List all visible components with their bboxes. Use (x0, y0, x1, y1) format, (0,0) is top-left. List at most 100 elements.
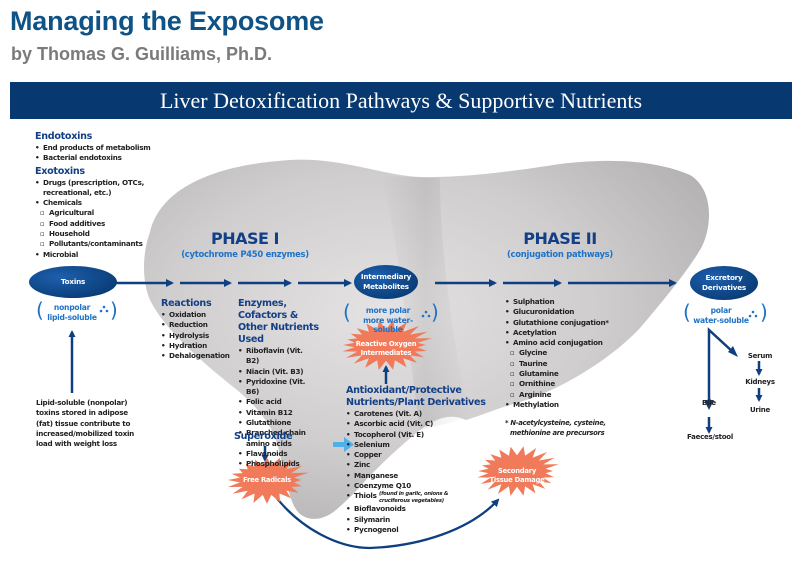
phase2-list: Sulphation Glucuronidation Glutathione c… (505, 297, 635, 411)
list-item: Taurine (505, 359, 635, 370)
footnote-line: methionine are precursors (510, 428, 605, 437)
antioxidants-heading: Antioxidant/Protective Nutrients/Plant D… (346, 385, 496, 409)
phase1-nutrients-section: Enzymes, Cofactors & Other Nutrients Use… (238, 298, 338, 470)
list-item: Dehalogenation (161, 351, 241, 362)
list-item: Flavonoids (238, 449, 310, 460)
adipose-note: Lipid-soluble (nonpolar) toxins stored i… (36, 398, 135, 449)
excretory-node-label: Excretory Derivatives (690, 273, 758, 293)
property-line: water-soluble (693, 315, 749, 325)
property-line: more polar (365, 306, 411, 315)
free-radicals-burst-label: Free Radicals (243, 476, 291, 484)
list-item: Household (35, 229, 153, 240)
list-item: Glycine (505, 348, 635, 359)
phase1-nutrients-heading: Enzymes, Cofactors & Other Nutrients Use… (238, 298, 338, 346)
list-item: Food additives (35, 219, 153, 230)
paren-close: ) (431, 300, 439, 324)
reactions-section: Reactions Oxidation Reduction Hydrolysis… (161, 298, 241, 362)
list-item: Glucuronidation (505, 307, 635, 318)
label-line: Metabolites (363, 282, 409, 291)
list-item: Vitamin B12 (238, 408, 310, 419)
label-line: Derivatives (702, 283, 746, 292)
heading-line: Other Nutrients Used (238, 322, 319, 345)
exotoxins-list: Drugs (prescription, OTCs, recreational,… (35, 178, 153, 261)
list-item: Coenzyme Q10 (346, 481, 496, 492)
bile-label: Bile (702, 399, 716, 407)
roi-burst-label: Reactive Oxygen Intermediates (344, 340, 428, 358)
list-item: Oxidation (161, 310, 241, 321)
molecule-dots-icon (99, 305, 758, 318)
diagram-banner: Liver Detoxification Pathways & Supporti… (10, 82, 792, 119)
toxins-property: nonpolar lipid-soluble (44, 303, 100, 322)
antioxidants-list: Carotenes (Vit. A) Ascorbic acid (Vit. C… (346, 409, 496, 536)
label-line: Tissue Damage (489, 476, 545, 484)
intermediary-property: more polar more water-soluble (350, 306, 426, 335)
list-item: Ornithine (505, 379, 635, 390)
faeces-label: Faeces/stool (687, 433, 733, 441)
secondary-damage-burst-label: Secondary Tissue Damage (480, 467, 554, 485)
list-item: Methylation (505, 400, 635, 411)
phase2-footnote: * N-acetylcysteine, cysteine, methionine… (505, 419, 635, 438)
list-item: Riboflavin (Vit. B2) (238, 346, 310, 367)
secondary-damage-burst-icon (477, 446, 559, 496)
list-item: Drugs (prescription, OTCs, recreational,… (35, 178, 153, 199)
endotoxins-section: Endotoxins End products of metabolism Ba… (35, 131, 215, 260)
label-line: Secondary (497, 467, 537, 475)
label-line: Intermediary (360, 272, 412, 281)
list-item: Bacterial endotoxins (35, 153, 215, 164)
heading-line: Antioxidant/Protective (346, 385, 462, 396)
heading-line: Nutrients/Plant Derivatives (346, 397, 486, 408)
list-item: Hydrolysis (161, 331, 241, 342)
list-item: Ascorbic acid (Vit. C) (346, 419, 496, 430)
property-line: more water-soluble (363, 315, 413, 335)
list-item: Sulphation (505, 297, 635, 308)
property-line: lipid-soluble (47, 312, 97, 322)
author-byline: by Thomas G. Guilliams, Ph.D. (11, 44, 273, 64)
liver-lobe-shading (380, 176, 470, 430)
paren-close: ) (110, 298, 118, 322)
endotoxins-list: End products of metabolism Bacterial end… (35, 143, 215, 164)
paren-open: ( (683, 300, 691, 324)
list-item: Glutathione conjugation* (505, 318, 635, 329)
page-title: Managing the Exposome (10, 6, 324, 36)
phase1-nutrients-list: Riboflavin (Vit. B2) Niacin (Vit. B3) Py… (238, 346, 310, 470)
excretory-property: polar water-soluble (690, 306, 752, 325)
kidneys-label: Kidneys (745, 378, 775, 386)
label-line: Excretory (705, 273, 743, 282)
property-line: polar (710, 306, 732, 315)
list-item: Amino acid conjugation (505, 338, 635, 349)
intermediary-oval (354, 265, 418, 299)
list-item: Branched-chain amino acids (238, 428, 310, 449)
list-item: Phospholipids (238, 459, 310, 470)
paren-close: ) (760, 300, 768, 324)
banner-title: Liver Detoxification Pathways & Supporti… (159, 88, 643, 113)
reactions-heading: Reactions (161, 298, 212, 309)
label-line: Intermediates (360, 349, 412, 357)
roi-burst-icon (342, 320, 432, 370)
excretory-oval (690, 266, 758, 300)
reactions-list: Oxidation Reduction Hydrolysis Hydration… (161, 310, 241, 362)
list-item: Glutamine (505, 369, 635, 380)
thiols-note: (found in garlic, onions & cruciferous v… (378, 491, 449, 504)
list-item: Manganese (346, 471, 496, 482)
list-item: Silymarin (346, 515, 496, 526)
list-item: Acetylation (505, 328, 635, 339)
list-item: Arginine (505, 390, 635, 401)
list-item: Bioflavonoids (346, 504, 496, 515)
list-item: Agricultural (35, 208, 153, 219)
phase2-section: Sulphation Glucuronidation Glutathione c… (505, 297, 635, 411)
list-item: Reduction (161, 320, 241, 331)
arrow-excretory-to-bile-serum (707, 327, 734, 404)
endotoxins-heading: Endotoxins (35, 131, 93, 142)
list-item: Glutathione (238, 418, 310, 429)
urine-label: Urine (749, 406, 771, 414)
list-item: Selenium (346, 440, 496, 451)
label-line: Reactive Oxygen (355, 340, 417, 348)
footnote-line: * N-acetylcysteine, cysteine, (505, 419, 606, 427)
phase1-subtitle: (cytochrome P450 enzymes) (181, 249, 309, 259)
list-item: Chemicals (35, 198, 153, 209)
phase2-subtitle: (conjugation pathways) (506, 249, 613, 259)
thiols-label: Thiols (354, 491, 377, 501)
list-item: Pyridoxine (Vit. B6) (238, 377, 310, 398)
toxins-oval (29, 266, 117, 298)
list-item-thiols: Thiols (found in garlic, onions & crucif… (346, 491, 496, 504)
